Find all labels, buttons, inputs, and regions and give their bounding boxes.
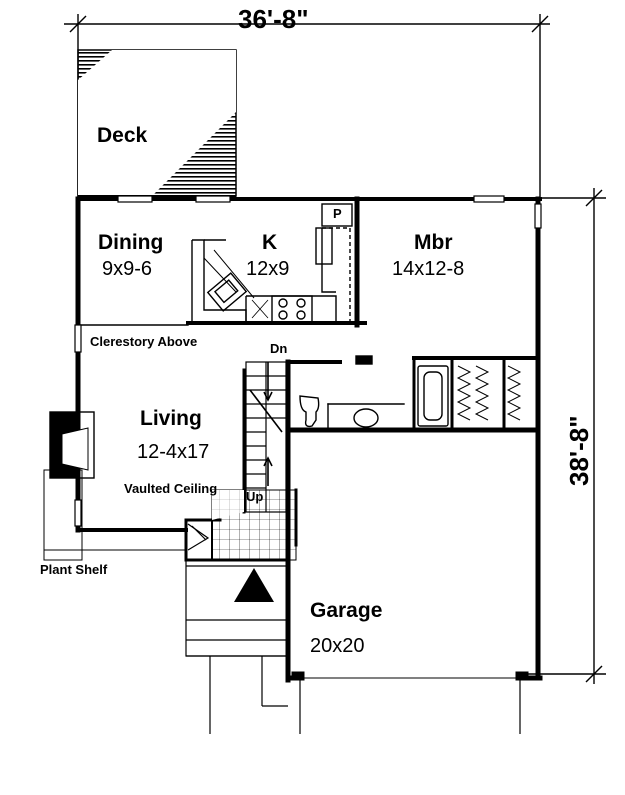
master-bedroom-size: 14x12-8 <box>392 258 465 280</box>
stair-down-label: Dn <box>270 341 288 356</box>
plant-shelf-note: Plant Shelf <box>40 562 108 577</box>
porch <box>185 559 521 734</box>
fireplace <box>43 411 186 561</box>
depth-dimension: 38'-8" <box>564 415 594 486</box>
entry-arrow-icon <box>234 568 274 602</box>
deck-label: Deck <box>97 124 148 147</box>
entry-closet <box>187 523 210 551</box>
living-size: 12-4x17 <box>137 441 210 463</box>
living-label: Living <box>140 407 202 430</box>
master-bedroom-label: Mbr <box>414 231 453 254</box>
stair-up-label: Up <box>246 489 264 504</box>
kitchen-label: K <box>262 231 278 254</box>
dining-label: Dining <box>98 231 164 254</box>
garage-label: Garage <box>310 599 383 622</box>
garage-door <box>291 671 529 681</box>
kitchen-counters <box>191 203 353 323</box>
deck <box>77 49 237 197</box>
bathroom-fixtures <box>299 355 449 428</box>
vaulted-ceiling-note: Vaulted Ceiling <box>124 481 218 496</box>
kitchen-size: 12x9 <box>246 258 290 280</box>
dining-size: 9x9-6 <box>102 258 153 280</box>
closet-shelves <box>456 365 522 421</box>
windows <box>74 195 542 527</box>
clerestory-note: Clerestory Above <box>90 334 198 349</box>
stairs <box>245 361 287 513</box>
garage-size: 20x20 <box>310 635 365 657</box>
pantry-label: P <box>333 206 342 221</box>
width-dimension: 36'-8" <box>238 4 309 34</box>
